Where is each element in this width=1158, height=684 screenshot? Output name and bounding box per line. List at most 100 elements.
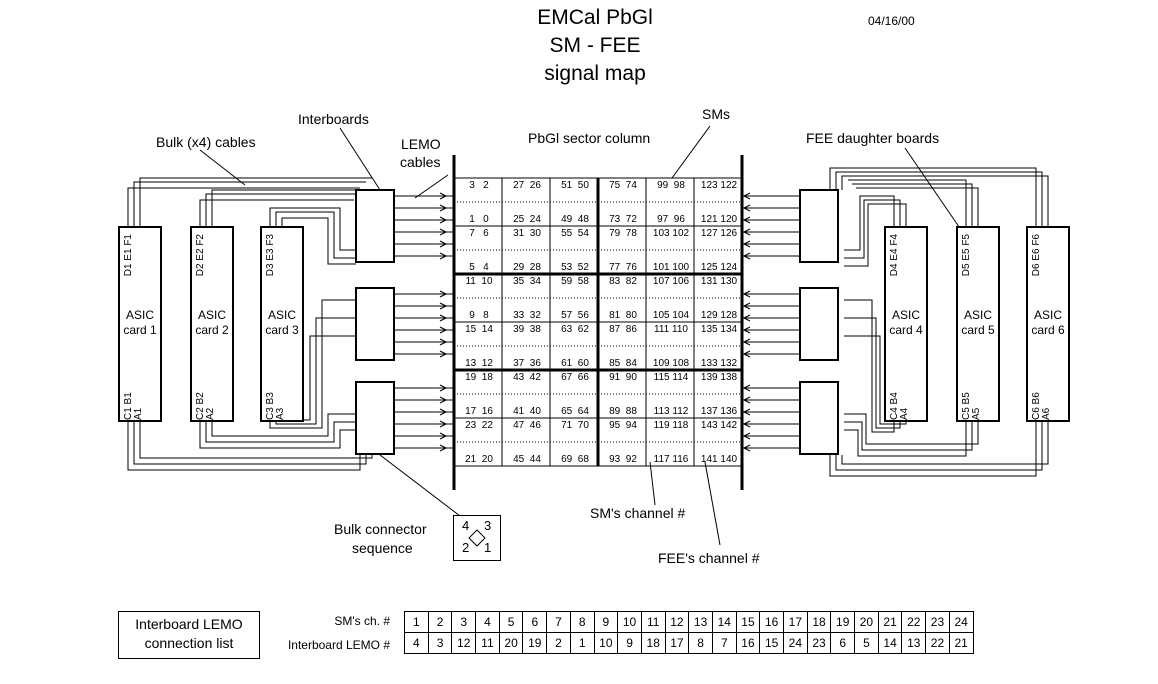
legend-line2: connection list — [144, 635, 234, 651]
sm-channel-pair: 75 74 — [609, 180, 637, 191]
label-sector-column: PbGl sector column — [528, 130, 651, 146]
connection-list-legend: Interboard LEMO connection list — [118, 611, 260, 659]
asic-card-5-bot-pins: C5 B5 A5 — [961, 392, 982, 420]
bulk-seq-4: 4 — [462, 518, 470, 533]
asic-card-6-number: card 6 — [1031, 323, 1065, 337]
sm-channel-pair: 33 32 — [513, 310, 541, 321]
asic-card-2-number: card 2 — [195, 323, 229, 337]
right-bulk-cables — [829, 167, 1049, 477]
row-label-sm-ch: SM's ch. # — [334, 614, 390, 628]
sm-channel-pair: 1 0 — [469, 214, 489, 225]
sm-channel-pair: 17 16 — [465, 406, 493, 417]
sm-channel-pair: 25 24 — [513, 214, 541, 225]
sm-ch-cell: 17 — [783, 611, 808, 633]
asic-card-5-top-pins: D5 E5 F5 — [961, 234, 972, 277]
asic-card-2-top-pins: D2 E2 F2 — [195, 234, 206, 277]
sm-channel-pair: 141 140 — [700, 454, 738, 465]
label-interboards: Interboards — [298, 111, 369, 127]
sm-channel-pair: 57 56 — [561, 310, 589, 321]
sm-channel-pair: 27 26 — [513, 180, 541, 191]
sm-channel-pair: 41 40 — [513, 406, 541, 417]
lemo-cell: 5 — [854, 632, 879, 654]
sm-channel-pair: 113 112 — [653, 406, 689, 417]
sm-channel-pair: 137 136 — [700, 406, 738, 417]
lemo-cell: 20 — [498, 632, 524, 654]
lemo-cell: 15 — [759, 632, 784, 654]
sm-channel-pair: 55 54 — [561, 228, 589, 239]
sm-channel-pair: 65 64 — [561, 406, 589, 417]
sm-channel-pair: 9 8 — [469, 310, 489, 321]
sm-ch-cell: 13 — [688, 611, 713, 633]
lemo-cell: 4 — [404, 632, 429, 654]
asic-card-6-top-pins: D6 E6 F6 — [1031, 234, 1042, 277]
sm-channel-pair: 35 34 — [513, 276, 541, 287]
sm-ch-cell: 16 — [759, 611, 784, 633]
lemo-cell: 24 — [783, 632, 808, 654]
asic-card-4-top-pins: D4 E4 F4 — [889, 234, 900, 277]
sm-channel-pair: 91 90 — [609, 372, 637, 383]
sm-channel-pair: 79 78 — [609, 228, 637, 239]
title-line3: signal map — [544, 62, 646, 85]
sm-ch-cell: 6 — [522, 611, 548, 633]
sm-ch-cell: 1 — [404, 611, 429, 633]
sm-channel-pair: 99 98 — [657, 180, 685, 191]
interboard-right-3 — [799, 381, 839, 455]
lemo-cables — [394, 192, 800, 452]
sm-ch-cell: 23 — [925, 611, 950, 633]
lemo-cell: 1 — [569, 632, 595, 654]
sm-channel-pair: 3 2 — [469, 180, 489, 191]
asic-card-1-label: ASIC — [125, 308, 154, 322]
sm-channel-pair: 125 124 — [700, 262, 738, 273]
sm-channel-pair: 37 36 — [513, 358, 541, 369]
sm-channel-pair: 121 120 — [700, 214, 738, 225]
label-lemo-1: LEMO — [401, 136, 441, 152]
sm-ch-cell: 2 — [427, 611, 453, 633]
asic-card-3-top-pins: D3 E3 F3 — [265, 234, 276, 277]
pointer-sms — [671, 125, 711, 179]
label-fee-channel: FEE's channel # — [658, 550, 760, 566]
label-sm-channel: SM's channel # — [590, 505, 686, 521]
asic-card-2-label: ASIC — [197, 308, 226, 322]
label-sms: SMs — [702, 106, 730, 122]
sm-ch-cell: 19 — [830, 611, 856, 633]
sm-channel-pair: 63 62 — [561, 324, 589, 335]
asic-card-5: D5 E5 F5 ASIC card 5 C5 B5 A5 — [956, 226, 1000, 422]
lemo-cell: 10 — [593, 632, 619, 654]
lemo-cell: 3 — [427, 632, 453, 654]
lemo-cell: 9 — [617, 632, 642, 654]
sm-channel-pair: 45 44 — [513, 454, 541, 465]
sm-channel-pair: 105 104 — [652, 310, 690, 321]
lemo-cell: 23 — [806, 632, 832, 654]
sm-channel-pair: 31 30 — [513, 228, 541, 239]
sm-channel-pair: 131 130 — [700, 276, 738, 287]
asic-card-6-bot-pins: C6 B6 A6 — [1031, 392, 1052, 420]
sm-channel-pair: 77 76 — [609, 262, 637, 273]
asic-card-3: D3 E3 F3 ASIC card 3 C3 B3 A3 — [260, 226, 304, 422]
sm-channel-pair: 111 110 — [654, 324, 688, 335]
asic-card-4-bot-pins: C4 B4 A4 — [889, 392, 910, 420]
sm-channel-pair: 87 86 — [609, 324, 637, 335]
pointer-sm-channel — [649, 461, 656, 506]
asic-card-4: D4 E4 F4 ASIC card 4 C4 B4 A4 — [884, 226, 928, 422]
lemo-cell: 6 — [830, 632, 856, 654]
asic-card-4-number: card 4 — [889, 323, 923, 337]
label-lemo-2: cables — [400, 154, 441, 170]
sm-channel-pair: 49 48 — [561, 214, 589, 225]
lemo-cell: 17 — [664, 632, 690, 654]
asic-card-3-label: ASIC — [267, 308, 296, 322]
lemo-cell: 14 — [877, 632, 903, 654]
asic-card-4-label: ASIC — [891, 308, 920, 322]
asic-card-3-number: card 3 — [265, 323, 299, 337]
asic-card-3-bot-pins: C3 B3 A3 — [265, 392, 286, 420]
label-bulk-cables: Bulk (x4) cables — [156, 134, 256, 150]
interboard-left-3 — [355, 381, 395, 455]
row-label-lemo: Interboard LEMO # — [287, 638, 390, 652]
date-label: 04/16/00 — [868, 14, 915, 28]
lemo-cell: 18 — [640, 632, 666, 654]
sm-channel-pair: 129 128 — [700, 310, 738, 321]
sm-channel-pair: 51 50 — [561, 180, 589, 191]
sm-channel-pair: 19 18 — [465, 372, 493, 383]
